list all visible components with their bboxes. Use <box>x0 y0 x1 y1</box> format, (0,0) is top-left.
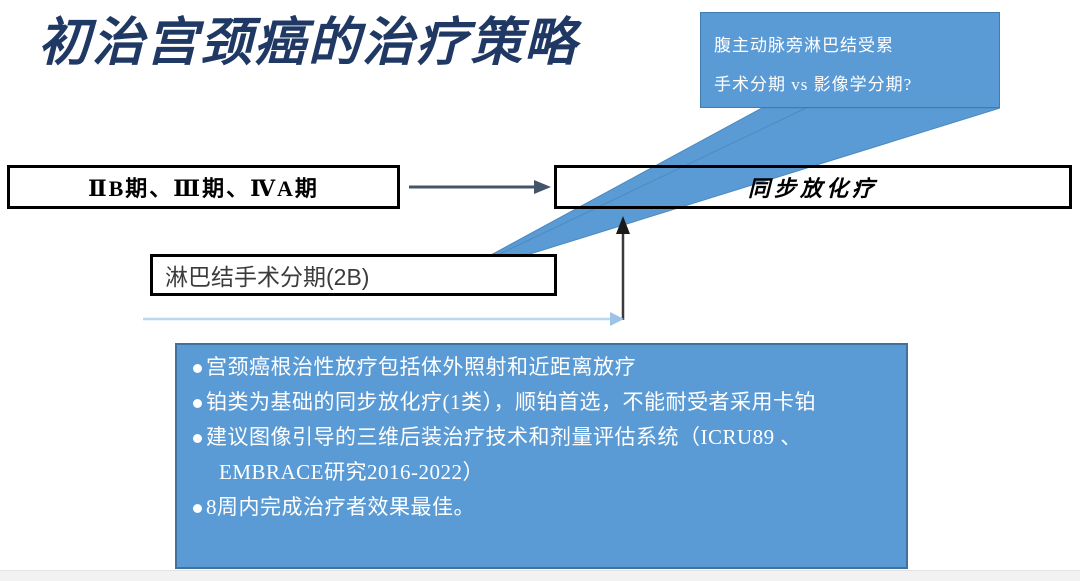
flow-box-treatment-label: 同步放化疗 <box>747 176 878 201</box>
list-item-continuation: EMBRACE研究2016-2022） <box>219 460 485 484</box>
flow-box-stage-label: ⅡB期、Ⅲ期、ⅣA期 <box>88 176 319 201</box>
arrow-staging-underline <box>143 312 624 326</box>
list-item-text: 8周内完成治疗者效果最佳。 <box>206 495 475 519</box>
callout-box: 腹主动脉旁淋巴结受累 手术分期 vs 影像学分期? <box>700 12 1000 108</box>
arrow-stage-to-treatment <box>409 180 551 194</box>
page-bottom-strip <box>0 570 1080 581</box>
bullet-dot-icon <box>193 504 202 513</box>
list-item: 建议图像引导的三维后装治疗技术和剂量评估系统（ICRU89 、 <box>193 427 890 448</box>
list-item-text: 宫颈癌根治性放疗包括体外照射和近距离放疗 <box>206 355 636 379</box>
flow-box-lymph-node-staging-label: 淋巴结手术分期(2B) <box>165 264 370 290</box>
list-item-text: 铂类为基础的同步放化疗(1类），顺铂首选，不能耐受者采用卡铂 <box>206 390 816 414</box>
flow-box-lymph-node-staging: 淋巴结手术分期(2B) <box>150 254 557 296</box>
list-item: 8周内完成治疗者效果最佳。 <box>193 497 890 518</box>
bullet-panel: 宫颈癌根治性放疗包括体外照射和近距离放疗 铂类为基础的同步放化疗(1类），顺铂首… <box>175 343 908 569</box>
bullet-dot-icon <box>193 364 202 373</box>
list-item-text: 建议图像引导的三维后装治疗技术和剂量评估系统（ICRU89 、 <box>206 425 802 449</box>
callout-line-2: 手术分期 vs 影像学分期? <box>714 75 913 94</box>
list-item: 铂类为基础的同步放化疗(1类），顺铂首选，不能耐受者采用卡铂 <box>193 392 890 413</box>
bullet-dot-icon <box>193 399 202 408</box>
list-item: 宫颈癌根治性放疗包括体外照射和近距离放疗 <box>193 357 890 378</box>
arrow-staging-up-to-treatment <box>616 216 630 320</box>
page-title: 初治宫颈癌的治疗策略 <box>38 15 579 72</box>
callout-line-1: 腹主动脉旁淋巴结受累 <box>714 36 894 55</box>
flow-box-treatment: 同步放化疗 <box>554 165 1072 209</box>
bullet-dot-icon <box>193 434 202 443</box>
flow-box-stage: ⅡB期、Ⅲ期、ⅣA期 <box>7 165 400 209</box>
